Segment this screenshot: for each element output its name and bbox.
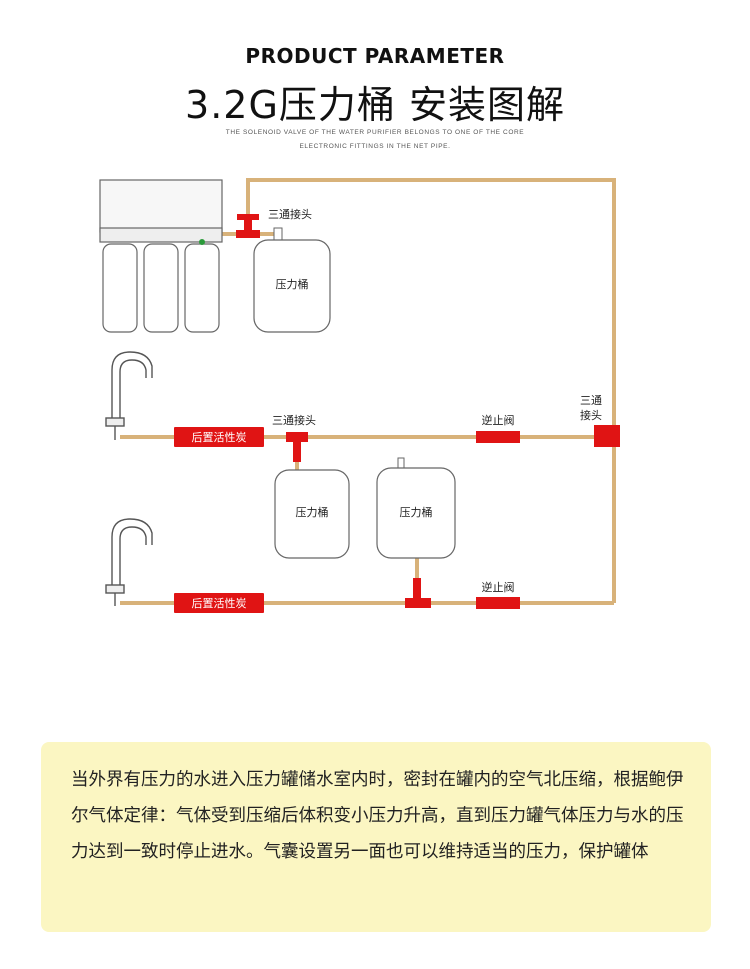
tee-fitting-right <box>594 425 620 447</box>
label-check-valve-2: 逆止阀 <box>482 580 515 594</box>
faucet-2 <box>105 518 153 606</box>
pressure-tank-low <box>376 457 456 559</box>
title-english: PRODUCT PARAMETER <box>245 44 505 68</box>
subtitle-line-1: THE SOLENOID VALVE OF THE WATER PURIFIER… <box>225 129 525 136</box>
pressure-tank-top <box>253 227 331 333</box>
check-valve-1 <box>476 431 520 443</box>
label-tee-right-line2: 接头 <box>580 409 602 422</box>
label-tank-low: 压力桶 <box>400 505 433 519</box>
tee-fitting-mid <box>286 432 308 442</box>
label-tee-top: 三通接头 <box>268 208 312 221</box>
filter-cartridge-2 <box>143 243 179 333</box>
label-tee-right-line1: 三通 <box>580 394 602 407</box>
tee-fitting-top <box>237 214 259 220</box>
info-text: 当外界有压力的水进入压力罐储水室内时，密封在罐内的空气北压缩，根据鲍伊尔气体定律… <box>71 770 684 862</box>
label-carbon-1: 后置活性炭 <box>192 430 247 444</box>
label-tank-top: 压力桶 <box>276 277 309 291</box>
filter-cartridge-3 <box>184 243 220 333</box>
carbon-filter-2 <box>174 593 264 613</box>
indicator-light <box>199 239 205 245</box>
title-chinese: 3.2G压力桶 安装图解 <box>185 83 565 127</box>
label-carbon-2: 后置活性炭 <box>192 596 247 610</box>
pressure-tank-mid <box>274 469 350 559</box>
label-tank-mid: 压力桶 <box>296 505 329 519</box>
check-valve-2 <box>476 597 520 609</box>
fittings <box>174 214 620 613</box>
tee-fitting-low <box>405 598 431 608</box>
subtitle-line-2: ELECTRONIC FITTINGS IN THE NET PIPE. <box>299 143 451 150</box>
label-tee-mid: 三通接头 <box>272 414 316 427</box>
purifier-housing <box>99 179 223 233</box>
filter-cartridge-1 <box>102 243 138 333</box>
purifier-unit <box>99 179 223 333</box>
purifier-base <box>99 227 223 243</box>
label-check-valve-1: 逆止阀 <box>482 413 515 427</box>
faucet-1 <box>105 351 153 440</box>
info-box: 当外界有压力的水进入压力罐储水室内时，密封在罐内的空气北压缩，根据鲍伊尔气体定律… <box>41 742 711 932</box>
carbon-filter-1 <box>174 427 264 447</box>
